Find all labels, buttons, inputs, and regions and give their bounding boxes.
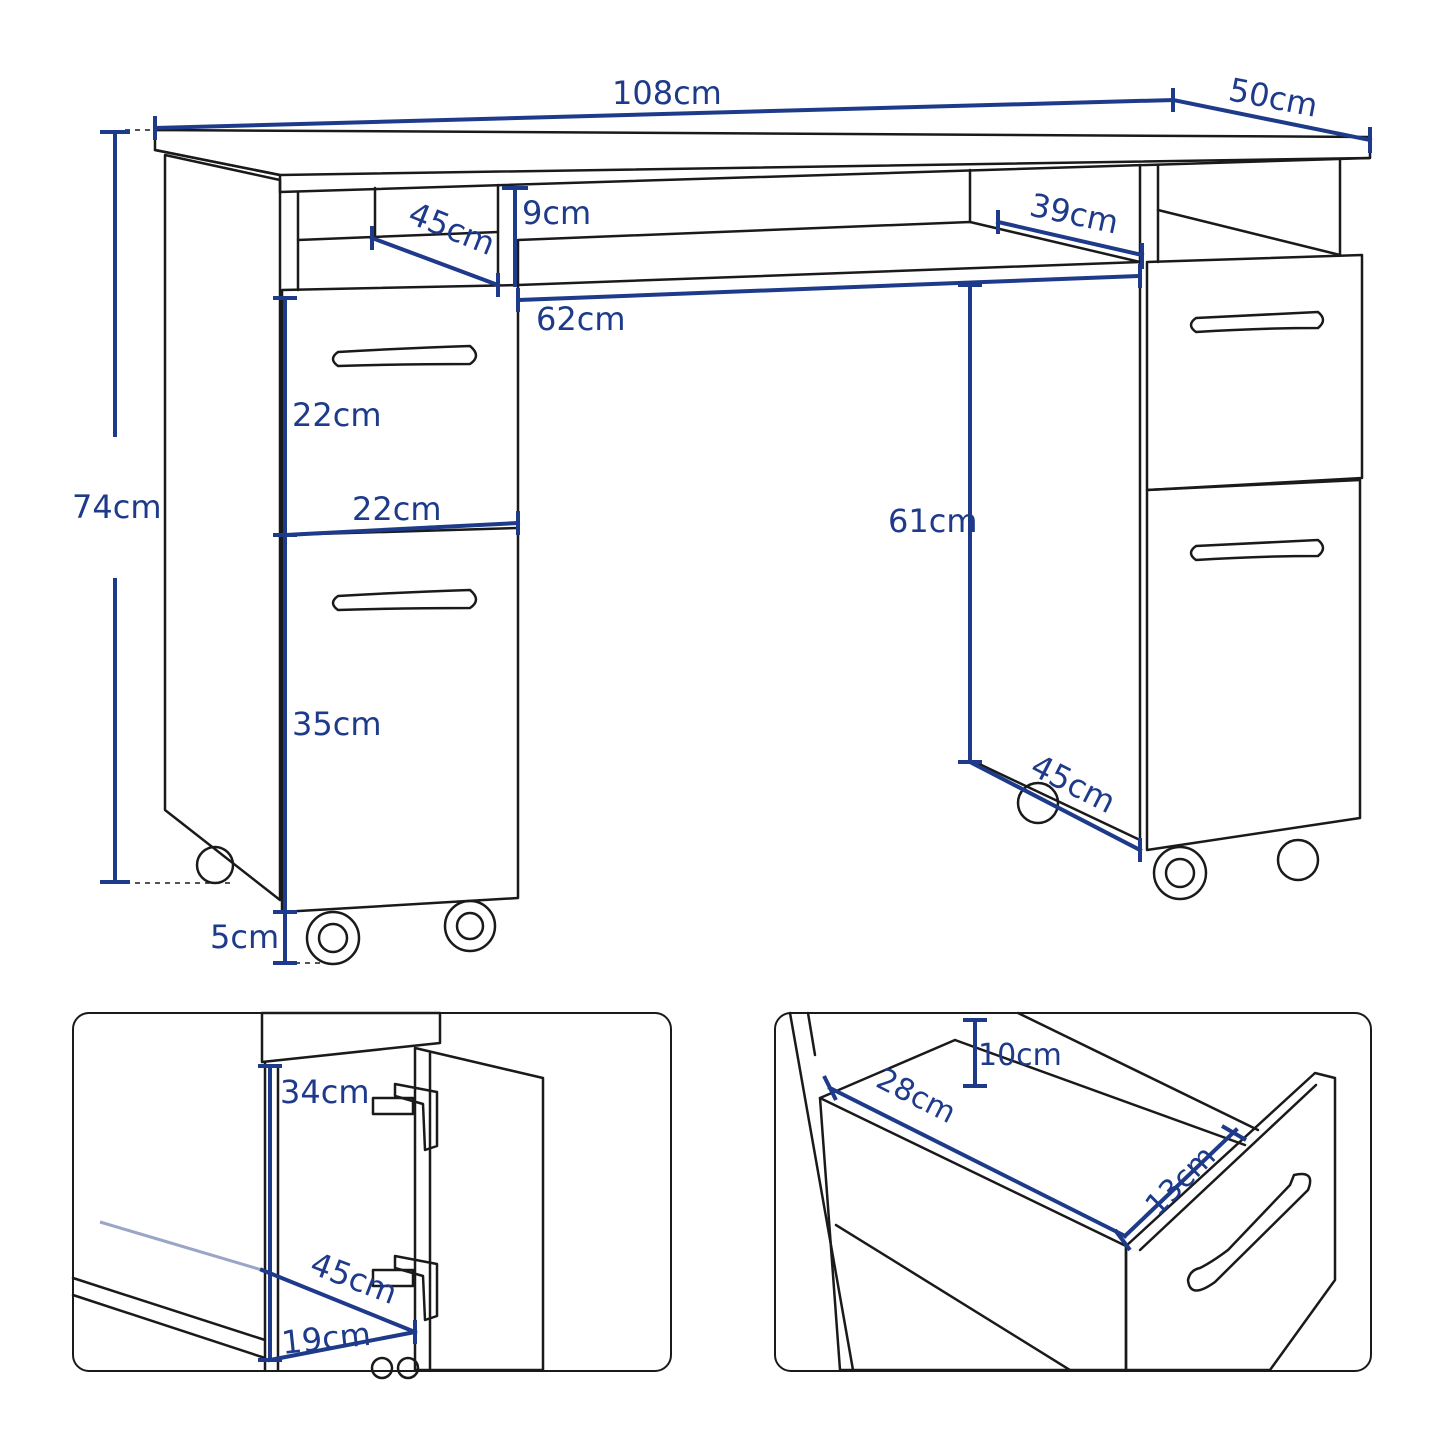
drawer-width-label: 22cm: [352, 490, 441, 528]
knee-depth-label: 45cm: [1025, 747, 1122, 821]
door-height-label: 34cm: [280, 1073, 369, 1111]
dimension-lines: [100, 88, 1373, 965]
width-label: 108cm: [612, 74, 722, 112]
detail-left-panel: [71, 1011, 672, 1380]
caster-height-label: 5cm: [210, 918, 279, 956]
shelf-height-label: 9cm: [522, 194, 591, 232]
drawer-height-label: 22cm: [292, 396, 381, 434]
detail-right-panel: [774, 1011, 1372, 1372]
cabinet-height-label: 35cm: [292, 705, 381, 743]
height-label: 74cm: [72, 488, 161, 526]
desk-drawing: [125, 128, 1372, 966]
knee-height-label: 61cm: [888, 502, 977, 540]
drawer-depth-label: 10cm: [978, 1038, 1062, 1073]
knee-width-label: 62cm: [536, 300, 625, 338]
depth-label: 50cm: [1226, 70, 1321, 124]
cabinet-width-label: 19cm: [280, 1315, 373, 1362]
shelf-depth-left-label: 45cm: [403, 194, 500, 263]
